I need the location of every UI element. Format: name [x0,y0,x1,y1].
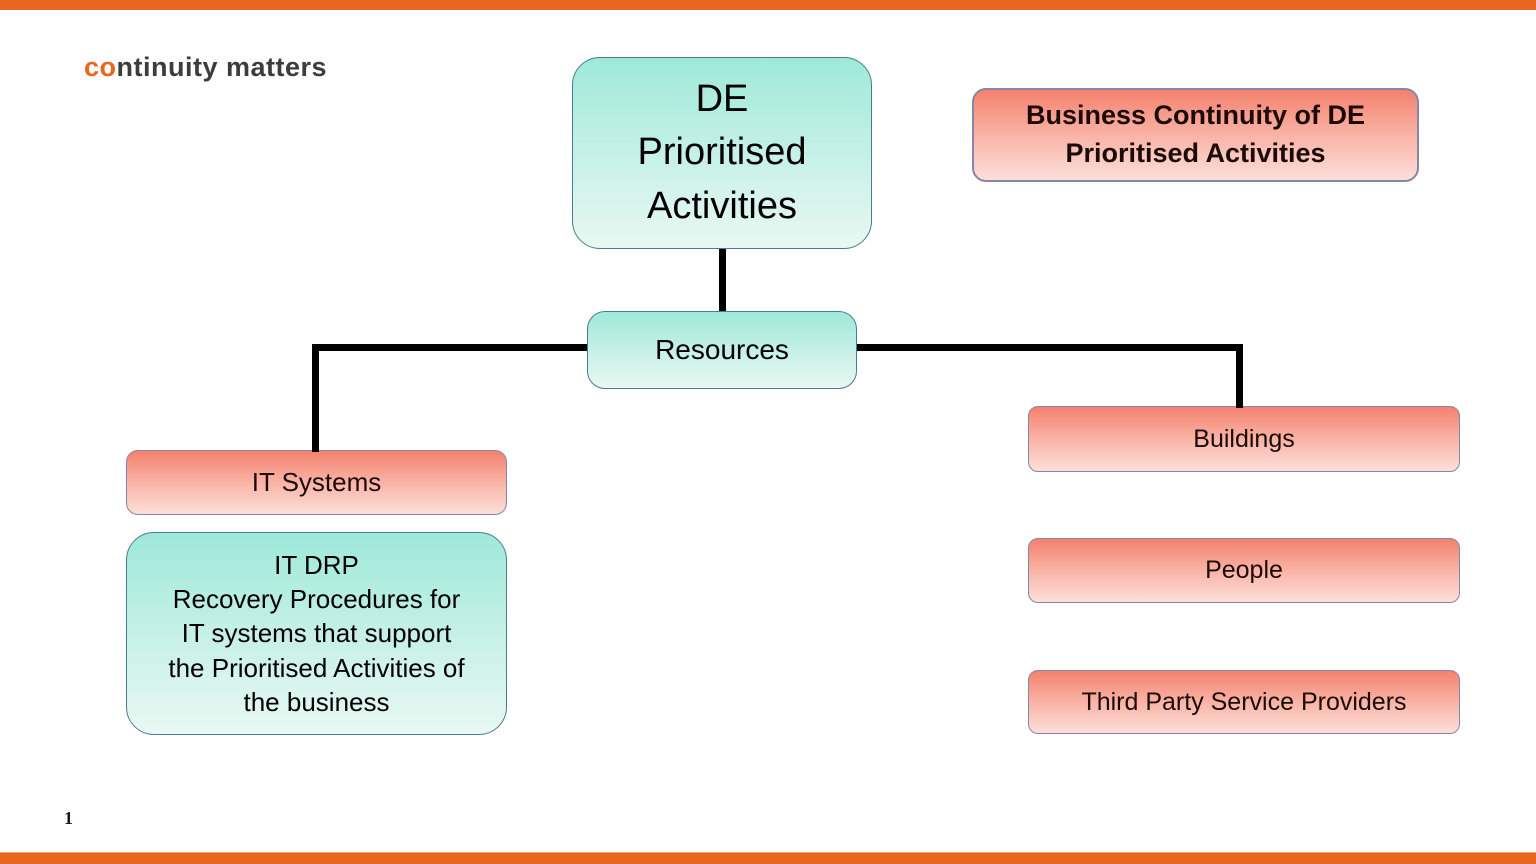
bottom-accent-bar [0,853,1536,864]
node-people: People [1028,538,1460,603]
logo-rest: ntinuity matters [116,52,328,82]
node-de-prioritised-activities: DE Prioritised Activities [572,57,872,249]
connector-resources-right [853,344,1243,351]
connector-down-to-buildings [1236,344,1243,408]
continuity-matters-logo: continuity matters [84,52,327,83]
node-resources: Resources [587,311,857,389]
node-it-drp-description: IT DRP Recovery Procedures for IT system… [126,532,507,735]
page-number: 1 [64,808,73,828]
connector-resources-left [312,344,592,351]
node-it-systems: IT Systems [126,450,507,515]
connector-root-to-resources [719,249,726,315]
node-third-party-service-providers: Third Party Service Providers [1028,670,1460,734]
node-buildings: Buildings [1028,406,1460,472]
node-business-continuity-title: Business Continuity of DE Prioritised Ac… [972,88,1419,182]
logo-prefix: co [84,52,117,82]
top-accent-bar [0,0,1536,10]
connector-down-to-it-systems [312,344,319,452]
